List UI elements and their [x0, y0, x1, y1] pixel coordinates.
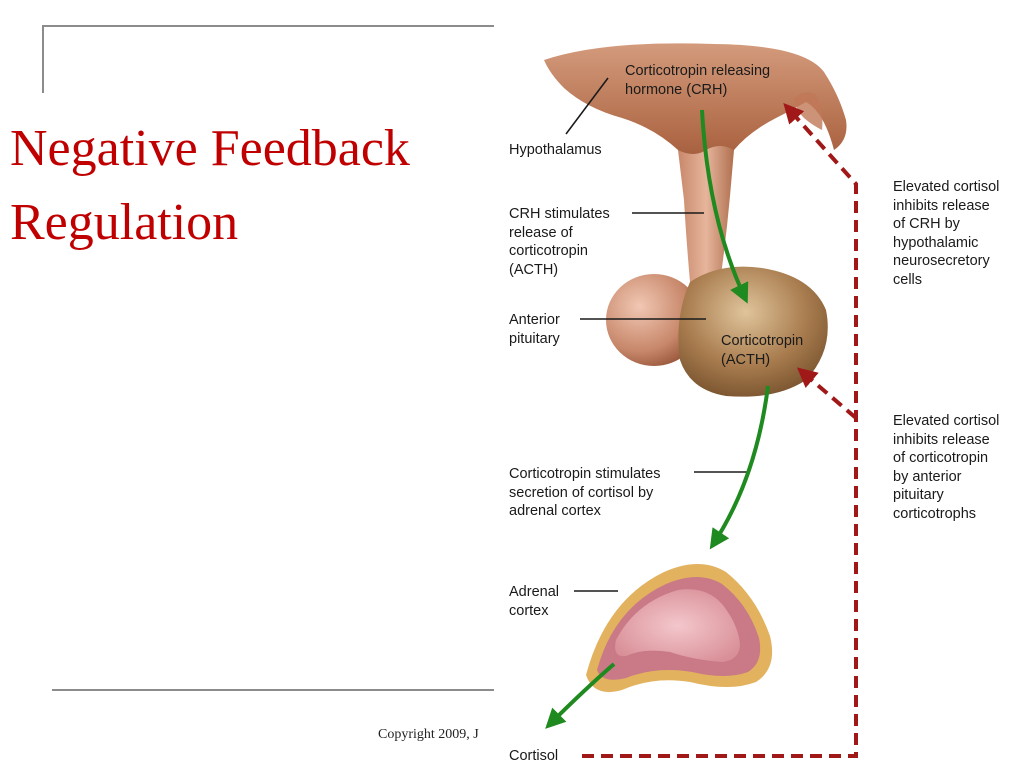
label-corticotropin-stimulates: Corticotropin stimulates secretion of co…	[509, 466, 661, 519]
acth-arrow	[709, 385, 770, 550]
label-adrenal-cortex: Adrenal cortex	[509, 584, 559, 619]
leader-hypothalamus	[565, 77, 609, 135]
leader-lines	[565, 77, 750, 592]
adrenal-medulla-shape	[615, 589, 740, 662]
label-hypothalamus: Hypothalamus	[509, 142, 602, 158]
feedback-branch-acth	[796, 367, 858, 420]
frame-left-line	[42, 25, 44, 93]
anterior-pituitary-shape	[678, 266, 828, 397]
label-crh-stimulates: CRH stimulates release of corticotropin …	[509, 206, 610, 278]
note-acth-inhibition: Elevated cortisol inhibits release of co…	[893, 413, 1000, 522]
copyright-text: Copyright 2009, J	[378, 727, 479, 742]
frame-bottom-line	[52, 689, 494, 691]
third-ventricle-shape	[794, 92, 823, 130]
slide-title: Negative Feedback Regulation	[10, 120, 410, 251]
feedback-dashed-line	[582, 103, 858, 758]
label-acth: Corticotropin (ACTH)	[721, 333, 804, 368]
cortisol-arrow	[545, 662, 616, 729]
hypothalamus-shape	[544, 43, 847, 200]
note-crh-inhibition: Elevated cortisol inhibits release of CR…	[893, 179, 1000, 288]
hpa-axis-figure: Corticotropin releasing hormone (CRH) Hy…	[494, 0, 1024, 768]
hpa-diagram	[544, 43, 858, 758]
crh-arrow	[700, 109, 749, 304]
label-anterior-pituitary: Anterior pituitary	[509, 312, 560, 347]
label-cortisol: Cortisol	[509, 748, 559, 764]
frame-top-line	[42, 25, 494, 27]
label-crh: Corticotropin releasing hormone (CRH)	[625, 63, 771, 98]
posterior-pituitary-shape	[606, 274, 702, 366]
infundibulum-shape	[678, 146, 734, 282]
